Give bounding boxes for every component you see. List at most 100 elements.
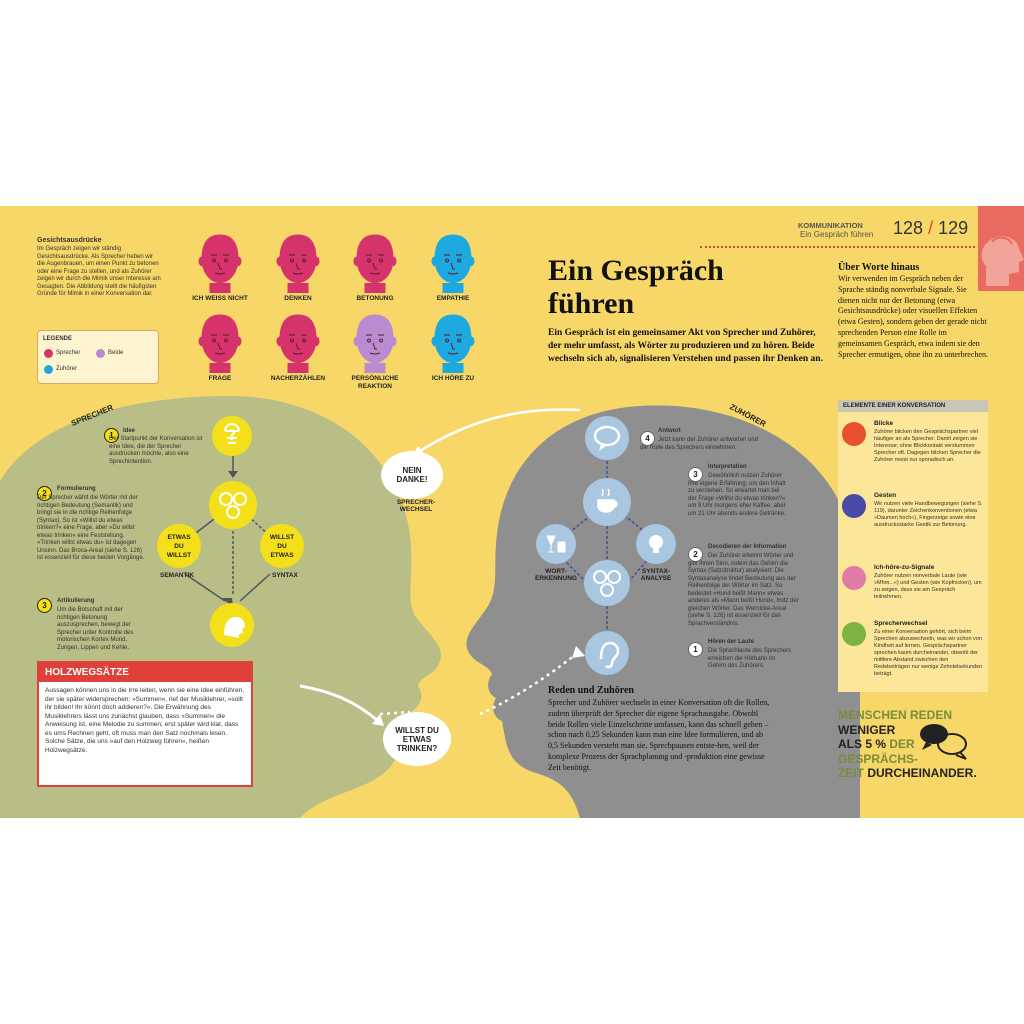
face-head xyxy=(431,234,475,293)
header-section: KOMMUNIKATION xyxy=(798,221,863,230)
holzweg-box: HOLZWEGSÄTZE Aussagen können uns in die … xyxy=(37,661,253,787)
face-features xyxy=(444,254,462,275)
face-label: BETONUNG xyxy=(356,295,394,302)
faces-grid: ICH WEISS NICHT DENKEN BETONUNG EMPATHIE FRA… xyxy=(185,233,475,398)
element-text: Zu einer Konversation gehört, sich beim … xyxy=(874,629,983,677)
step-title: Decodieren der Information xyxy=(708,544,787,550)
listener-gears-icon xyxy=(584,560,630,606)
syntax-circle-text: WILLST DU ETWAS xyxy=(269,533,295,559)
header-rule xyxy=(700,246,975,248)
fact-line1: MENSCHEN REDEN xyxy=(838,708,953,722)
step-title: Interpretation xyxy=(708,464,747,470)
face-item: DENKEN xyxy=(263,233,333,303)
legend-both-label: Beide xyxy=(108,350,124,356)
faces-text: Im Gespräch zeigen wir ständig Gesichtsa… xyxy=(37,246,161,297)
face-icon xyxy=(276,234,320,293)
syntax-label: SYNTAX xyxy=(272,572,298,579)
nein-danke-text: NEIN DANKE! xyxy=(396,466,428,484)
face-item: PERSÖNLICHE REAKTION xyxy=(340,313,410,390)
svg-text:?: ? xyxy=(228,428,236,444)
step-title: Formulierung xyxy=(57,486,96,492)
legend-box: LEGENDE Sprecher Beide Zuhörer xyxy=(37,330,159,384)
face-label: ICH WEISS NICHT xyxy=(192,295,248,302)
step-number: 3 xyxy=(688,467,703,482)
listener-step-1: 1 Hören der Laute Die Sprachlaute des Sp… xyxy=(688,639,798,669)
step-number: 4 xyxy=(640,431,655,446)
face-item: EMPATHIE xyxy=(418,233,488,303)
syntax-circle: WILLST DU ETWAS xyxy=(260,524,304,568)
step-number: 1 xyxy=(688,642,703,657)
drinks-icon xyxy=(536,524,576,564)
fact-line2: WENIGER xyxy=(838,722,896,737)
step-text: Der Zuhörer erkennt Wörter und gibt ihne… xyxy=(688,553,799,627)
face-icon xyxy=(353,314,397,373)
element-text: Zuhörer nutzen nonverbale Laute (wie »Mh… xyxy=(874,573,982,600)
step-title: Hören der Laute xyxy=(708,639,755,645)
worterkennung-label: WORT-ERKENNUNG xyxy=(535,568,577,582)
step-text: Der Sprecher wählt die Wörter mit der ri… xyxy=(37,495,145,561)
page-slash: / xyxy=(928,218,934,238)
willst-du-bubble: WILLST DU ETWAS TRINKEN? xyxy=(383,712,451,766)
face-features xyxy=(211,254,229,275)
step-text: Gewöhnlich nutzen Zuhörer ihre eigene Er… xyxy=(688,473,786,517)
answer-bubble-icon xyxy=(585,416,629,460)
speaking-head-icon xyxy=(210,603,254,647)
face-label: PERSÖNLICHE REAKTION xyxy=(351,375,399,390)
face-label: EMPATHIE xyxy=(436,295,470,302)
listener-step-3: 3 Interpretation Gewöhnlich nutzen Zuhör… xyxy=(688,464,798,517)
step-number: 3 xyxy=(37,598,52,613)
legend-title: LEGENDE xyxy=(43,336,73,342)
lightbulb-icon xyxy=(636,524,676,564)
page-right: 129 xyxy=(938,218,969,238)
face-features xyxy=(289,334,307,355)
semantik-circle: ETWAS DU WILLST xyxy=(157,524,201,568)
legend-speaker-dot xyxy=(44,349,53,358)
face-head xyxy=(353,234,397,293)
face-features xyxy=(444,334,462,355)
face-item: ICH HÖRE ZU xyxy=(418,313,488,383)
willst-du-text: WILLST DU ETWAS TRINKEN? xyxy=(395,725,439,753)
eye-icon xyxy=(842,422,866,446)
face-head xyxy=(431,314,475,373)
fact-line4: GESPRÄCHS- xyxy=(838,751,919,766)
face-features xyxy=(366,334,384,355)
fact-line3a: ALS 5 % xyxy=(838,737,887,751)
side-text: Wir verwenden im Gespräch neben der Spra… xyxy=(838,274,988,359)
face-label: DENKEN xyxy=(284,295,312,302)
face-item: ICH WEISS NICHT xyxy=(185,233,255,303)
face-features xyxy=(289,254,307,275)
semantik-label: SEMANTIK xyxy=(160,572,194,579)
header-page-numbers: 128 / 129 xyxy=(893,218,968,239)
step-number: 2 xyxy=(37,486,52,501)
step-number: 1 xyxy=(104,428,119,443)
faces-heading: Gesichtsausdrücke xyxy=(37,237,102,244)
face-head xyxy=(276,314,320,373)
face-label: FRAGE xyxy=(208,375,232,382)
page-title: Ein Gespräch führen xyxy=(548,254,724,320)
speech-arrow xyxy=(300,684,384,726)
nodding-face-icon xyxy=(842,566,866,590)
fact-block: MENSCHEN REDEN WENIGER ALS 5 % DER GESPR… xyxy=(838,708,988,781)
face-features xyxy=(211,334,229,355)
face-item: BETONUNG xyxy=(340,233,410,303)
speech-bubbles-icon xyxy=(920,724,967,760)
sprecherwechsel-label: SPRECHER-WECHSEL xyxy=(396,499,436,513)
face-item: NACHERZÄHLEN xyxy=(263,313,333,383)
step-title: Antwort xyxy=(658,428,681,434)
step-text: Um die Botschaft mit der richtigen Beton… xyxy=(57,607,134,651)
reden-title: Reden und Zuhören xyxy=(548,685,634,696)
face-head xyxy=(276,234,320,293)
coffee-icon xyxy=(583,478,631,526)
header-subsection: Ein Gespräch führen xyxy=(800,230,874,239)
book-spread: Gesichtsausdrücke Im Gespräch zeigen wir… xyxy=(0,206,1024,818)
page-title-line2: führen xyxy=(548,287,635,320)
face-label: ICH HÖRE ZU xyxy=(431,375,475,382)
fact-line5a: ZEIT xyxy=(838,766,868,780)
gears-icon xyxy=(209,481,257,529)
face-features xyxy=(366,254,384,275)
step-text: Der Startpunkt der Konversation ist eine… xyxy=(109,436,203,465)
page-title-line1: Ein Gespräch xyxy=(548,254,724,287)
reden-text: Sprecher und Zuhörer wechseln in einer K… xyxy=(548,698,770,772)
syntaxanalyse-label: SYNTAX-ANALYSE xyxy=(640,568,672,582)
turn-taking-icon xyxy=(842,622,866,646)
